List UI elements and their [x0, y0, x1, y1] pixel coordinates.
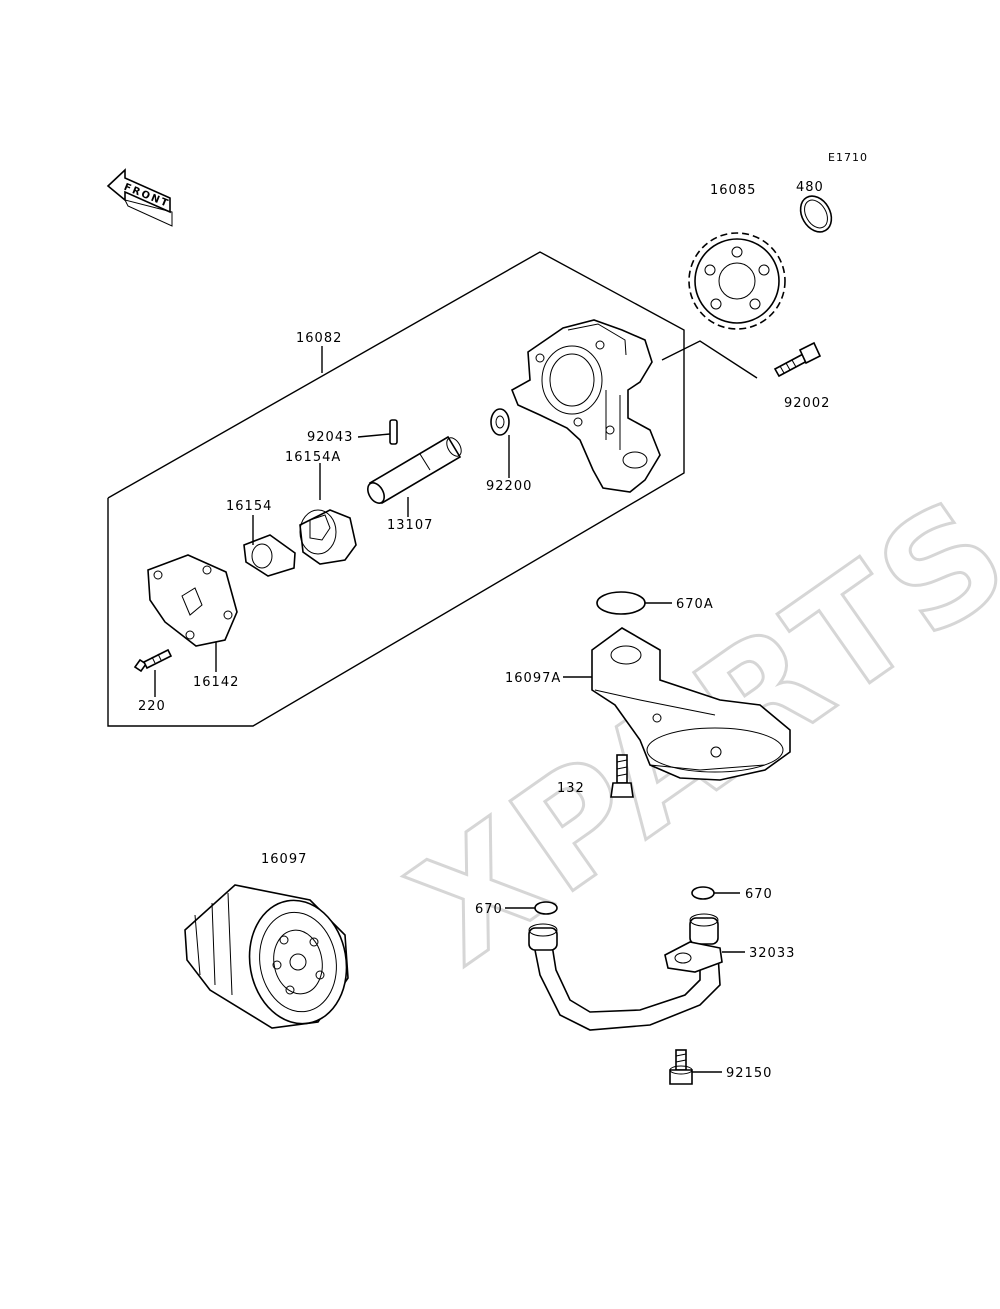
pump-cover-16142	[147, 554, 238, 647]
screw-220	[133, 648, 173, 673]
o-ring-670A	[596, 591, 646, 615]
oil-pipe-32033	[528, 913, 723, 1031]
shaft-13107	[367, 435, 462, 505]
part-label: 16154A	[285, 450, 341, 465]
part-label: 92002	[784, 396, 830, 411]
part-label: 220	[138, 699, 166, 714]
pin-92043	[389, 419, 398, 445]
leader-92002	[661, 340, 758, 379]
part-label: 480	[796, 180, 824, 195]
part-label: 16097A	[505, 671, 561, 686]
part-label: 92200	[486, 479, 532, 494]
oil-strainer-16097A	[591, 627, 791, 781]
part-label: 16154	[226, 499, 272, 514]
bolt-92150	[669, 1049, 693, 1085]
part-label: 16085	[710, 183, 756, 198]
part-label: 670	[475, 902, 503, 917]
inner-rotor-16154	[243, 534, 296, 577]
o-ring-670-right	[691, 886, 715, 900]
front-arrow-icon: FRONT	[106, 168, 173, 227]
part-label: 670	[745, 887, 773, 902]
bolt-92002	[773, 341, 822, 378]
circlip-480	[799, 195, 833, 233]
part-label: 16142	[193, 675, 239, 690]
o-ring-670-left	[534, 901, 558, 915]
part-label: 92150	[726, 1066, 772, 1081]
sprocket-16085	[688, 232, 786, 330]
part-label: 92043	[307, 430, 353, 445]
oil-filter-16097	[184, 884, 349, 1029]
washer-92200	[490, 408, 510, 436]
leader-92043	[357, 433, 391, 438]
assembly-frame	[107, 251, 685, 727]
part-label: 132	[557, 781, 585, 796]
diagram-code: E1710	[828, 151, 868, 164]
oil-pump-body	[510, 319, 661, 493]
part-label: 670A	[676, 597, 714, 612]
bolt-132	[610, 754, 634, 798]
part-label: 32033	[749, 946, 795, 961]
outer-rotor-16154A	[299, 509, 357, 565]
part-label: 16082	[296, 331, 342, 346]
part-label: 13107	[387, 518, 433, 533]
part-label: 16097	[261, 852, 307, 867]
